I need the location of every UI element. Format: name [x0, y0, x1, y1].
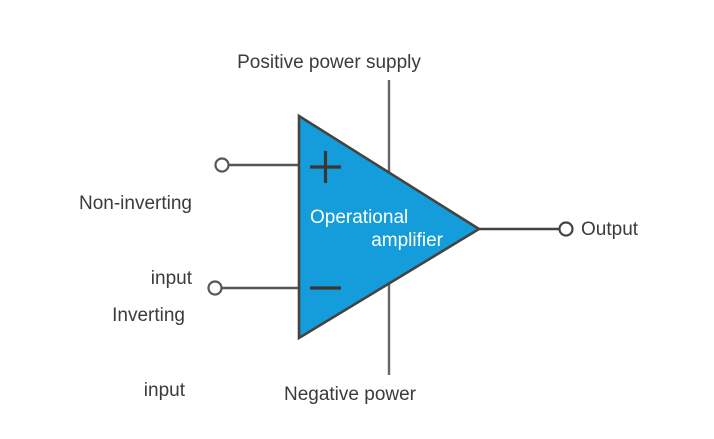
plus-symbol: [310, 151, 341, 183]
output-label: Output: [581, 219, 639, 240]
noninverting-input-terminal[interactable]: [214, 157, 230, 173]
inverting-input-label: Inverting input: [0, 253, 185, 439]
output-terminal[interactable]: [558, 221, 574, 237]
inverting-input-label-line2: input: [143, 380, 185, 401]
inverting-input-terminal[interactable]: [207, 280, 223, 296]
noninverting-input-label-line1: Non-inverting: [79, 193, 192, 214]
noninverting-input-label-line2: input: [150, 268, 192, 289]
inverting-input-label-line1: Inverting: [112, 305, 185, 326]
negative-supply-label: Negative power: [283, 384, 417, 405]
noninverting-input-label: Non-inverting input: [0, 141, 192, 341]
amplifier-body-label-line1: Operational: [310, 207, 408, 228]
amplifier-body-label-line2: amplifier: [371, 230, 443, 251]
amplifier-triangle: [297, 113, 482, 341]
positive-supply-label: Positive power supply: [237, 52, 421, 73]
